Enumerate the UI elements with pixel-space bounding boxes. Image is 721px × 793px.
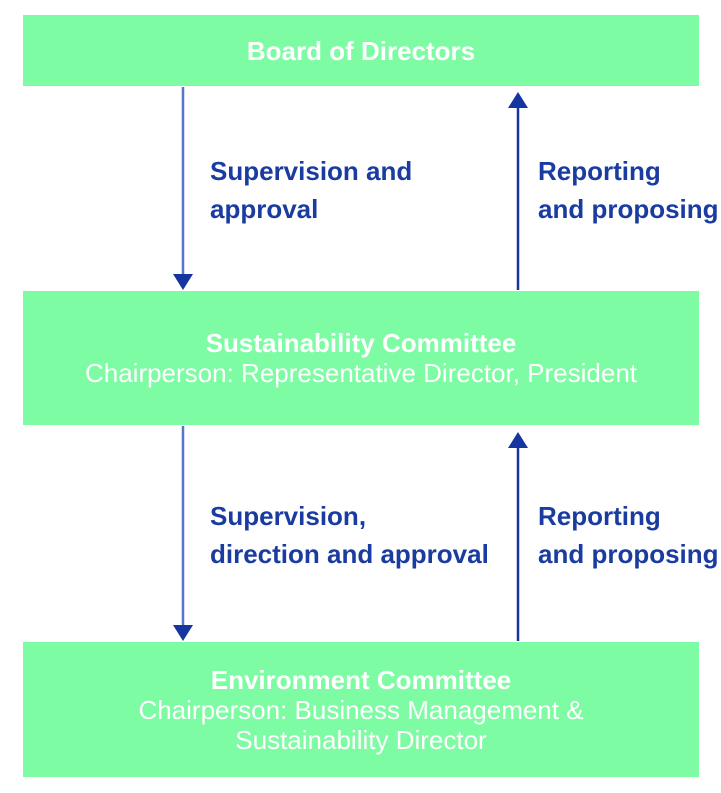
supervision-direction-down-arrow: [173, 426, 193, 641]
supervision-approval-label: Supervision and approval: [210, 152, 412, 228]
label-line: Supervision and: [210, 156, 413, 186]
label-line: Reporting: [538, 156, 661, 186]
environment-committee-chairperson-line1: Chairperson: Business Management &: [138, 694, 584, 725]
environment-committee-chairperson-line2: Sustainability Director: [235, 724, 487, 755]
board-of-directors-title: Board of Directors: [246, 35, 476, 66]
label-line: and proposing: [538, 539, 719, 569]
arrowhead-up-icon: [508, 432, 528, 448]
arrowhead-down-icon: [173, 274, 193, 290]
reporting-proposing-up-arrow-bottom: [508, 432, 528, 641]
arrowhead-up-icon: [508, 92, 528, 108]
arrowhead-down-icon: [173, 625, 193, 641]
reporting-proposing-label-bottom: Reporting and proposing: [538, 497, 719, 573]
sustainability-committee-box: Sustainability Committee Chairperson: Re…: [23, 291, 699, 425]
board-of-directors-box: Board of Directors: [23, 15, 699, 86]
label-line: Reporting: [538, 501, 661, 531]
sustainability-committee-title: Sustainability Committee: [205, 328, 517, 358]
supervision-direction-approval-label: Supervision, direction and approval: [210, 497, 489, 573]
reporting-proposing-up-arrow-top: [508, 92, 528, 290]
label-line: direction and approval: [210, 539, 489, 569]
reporting-proposing-label-top: Reporting and proposing: [538, 152, 719, 228]
label-line: approval: [210, 194, 319, 224]
label-line: and proposing: [538, 194, 719, 224]
sustainability-committee-chairperson: Chairperson: Representative Director, Pr…: [84, 358, 638, 388]
environment-committee-box: Environment Committee Chairperson: Busin…: [23, 642, 699, 777]
supervision-approval-down-arrow: [173, 87, 193, 290]
environment-committee-title: Environment Committee: [210, 664, 512, 695]
label-line: Supervision,: [210, 501, 367, 531]
